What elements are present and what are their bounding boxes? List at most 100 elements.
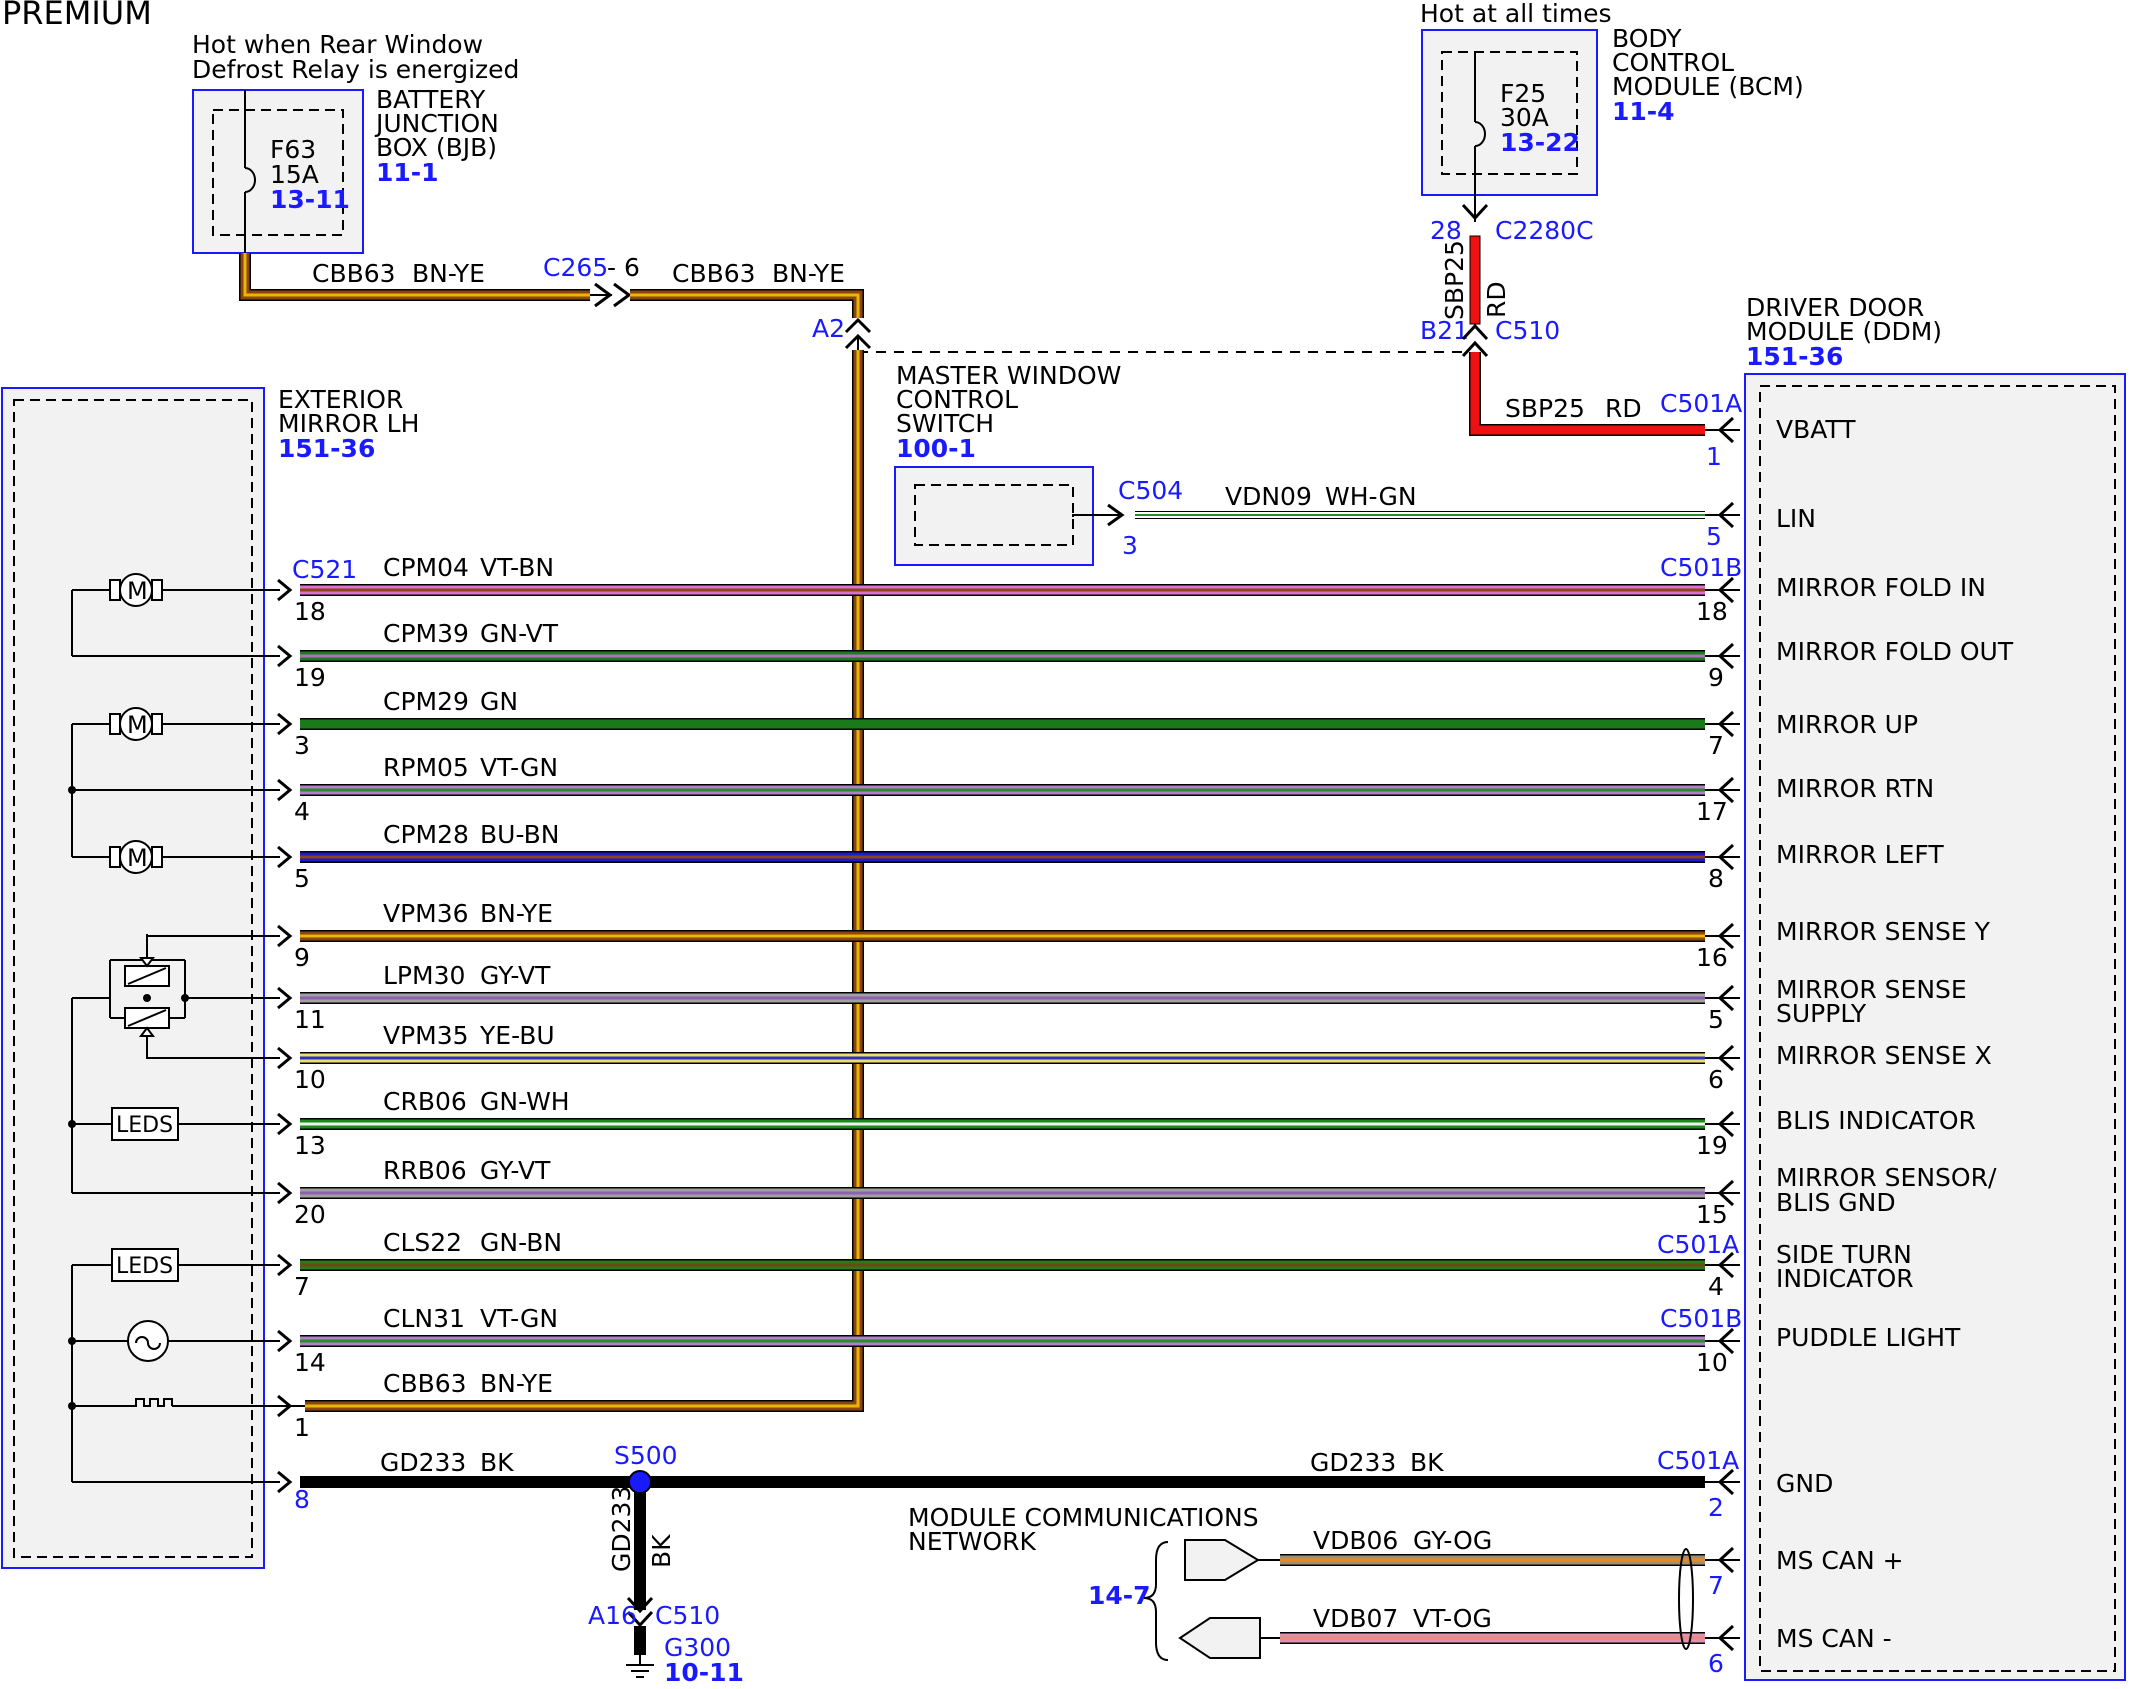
c265-dash: - <box>607 253 616 282</box>
wire-color-label: GN-VT <box>480 619 559 648</box>
bjb-fuse-ref[interactable]: 13-11 <box>270 185 350 214</box>
connector-arrow-icon <box>277 578 293 602</box>
right-pin-label: 9 <box>1708 663 1724 692</box>
connector-arrow-icon <box>277 1112 293 1136</box>
left-pin-label: 3 <box>294 731 310 760</box>
right-pin-label: 17 <box>1696 797 1728 826</box>
bcm-name-3: MODULE (BCM) <box>1612 72 1804 101</box>
sbp25-circuit: SBP25 <box>1505 394 1585 423</box>
c510-pin: B21 <box>1420 316 1469 345</box>
wire-circuit-label: CRB06 <box>383 1087 467 1116</box>
bcm-fuse-amp: 30A <box>1500 103 1549 132</box>
gnd-circuit: GD233 <box>380 1448 466 1477</box>
wire-circuit-label: CPM39 <box>383 619 469 648</box>
wire-color-label: GY-VT <box>480 1156 551 1185</box>
wire-color-label: GY-VT <box>480 961 551 990</box>
lin-pin: 5 <box>1706 522 1722 551</box>
right-pin-label: 15 <box>1696 1200 1728 1229</box>
c521-connector: C521 <box>292 555 357 584</box>
bjb-inner-dashed <box>212 109 344 236</box>
right-pin-label: 16 <box>1696 943 1728 972</box>
vbatt-label: VBATT <box>1776 415 1856 444</box>
c504-connector: C504 <box>1118 476 1183 505</box>
can-title-2: NETWORK <box>908 1527 1037 1556</box>
mirror-ref[interactable]: 151-36 <box>278 434 375 463</box>
wire-circuit-label: VPM36 <box>383 899 469 928</box>
can-minus-func: MS CAN - <box>1776 1624 1892 1653</box>
mwcs-inner-dashed <box>914 484 1074 546</box>
connector-arrow-icon <box>277 1181 293 1205</box>
connector-arrow-icon <box>277 1046 293 1070</box>
potentiometer-icon <box>124 1007 170 1037</box>
c265-connector: C265 <box>543 253 608 282</box>
g300-ref[interactable]: 10-11 <box>664 1658 744 1687</box>
connector-arrow-icon <box>277 1253 293 1277</box>
mwcs-ref[interactable]: 100-1 <box>896 434 976 463</box>
bcm-fuse-ref[interactable]: 13-22 <box>1500 128 1580 157</box>
wire-circuit-label: RRB06 <box>383 1156 467 1185</box>
fuse-icon <box>244 167 256 193</box>
ddm-function-label: PUDDLE LIGHT <box>1776 1323 1961 1352</box>
wire-circuit-label: RPM05 <box>383 753 469 782</box>
diagram-title: PREMIUM <box>2 0 152 32</box>
c504-pin: 3 <box>1122 531 1138 560</box>
ddm-name-2: MODULE (DDM) <box>1746 317 1942 346</box>
wire-color-label: VT-BN <box>480 553 554 582</box>
c501a-connector-top: C501A <box>1660 389 1742 418</box>
splice-label: S500 <box>614 1441 678 1470</box>
ddm-function-label: MIRROR UP <box>1776 710 1918 739</box>
a2-pin: A2 <box>812 314 845 343</box>
ddm-function-label: MIRROR FOLD IN <box>1776 573 1986 602</box>
wire-color-label: GN <box>480 687 518 716</box>
sbp25-vcircuit: SBP25 <box>1440 240 1469 320</box>
connector-arrow-icon <box>626 1596 654 1614</box>
wire-circuit-label: CPM04 <box>383 553 469 582</box>
bjb-note-1: Hot when Rear Window <box>192 30 483 59</box>
sbp25-vcolor: RD <box>1482 281 1511 318</box>
lamp-icon <box>127 1320 169 1362</box>
potentiometer-icon <box>124 957 170 987</box>
vdb07-circuit: VDB07 <box>1313 1604 1398 1633</box>
fuse-icon <box>1474 121 1486 147</box>
motor-icon: M <box>109 840 163 874</box>
feed-color-1: BN-YE <box>412 259 485 288</box>
bcm-note: Hot at all times <box>1420 0 1612 28</box>
right-pin-label: 18 <box>1696 597 1728 626</box>
c501b-connector-2: C501B <box>1660 1304 1742 1333</box>
motor-label: M <box>127 844 148 872</box>
ddm-box <box>1744 373 2126 1681</box>
ddm-function-label: MIRROR FOLD OUT <box>1776 637 2014 666</box>
a16-pin: A16 <box>588 1601 637 1630</box>
bjb-note-2: Defrost Relay is energized <box>192 55 519 84</box>
can-plus-pin: 7 <box>1708 1571 1724 1600</box>
wire-color-label: YE-BU <box>479 1021 555 1050</box>
connector-arrow-icon <box>626 1610 654 1628</box>
leds-label-1: LEDS <box>116 1113 173 1138</box>
can-ref[interactable]: 14-7 <box>1088 1581 1151 1610</box>
bcm-fuse: F25 <box>1500 79 1546 108</box>
right-pin-label: 10 <box>1696 1348 1728 1377</box>
left-pin-label: 20 <box>294 1200 326 1229</box>
brace-icon <box>1143 1541 1169 1661</box>
ddm-ref[interactable]: 151-36 <box>1746 342 1843 371</box>
can-minus-port <box>1178 1617 1261 1659</box>
ddm-function-label: SIDE TURN <box>1776 1240 1912 1269</box>
heater-icon <box>132 1398 173 1407</box>
connector-arrow-icon <box>277 924 293 948</box>
bcm-pin: 28 <box>1430 216 1462 245</box>
bcm-ref[interactable]: 11-4 <box>1612 97 1675 126</box>
motor-label: M <box>127 711 148 739</box>
connector-arrow-icon <box>277 845 293 869</box>
exterior-mirror-inner-dashed <box>13 399 253 1558</box>
leds-label-2: LEDS <box>116 1254 173 1279</box>
feed-circuit-2: CBB63 <box>672 259 756 288</box>
mwcs-name-1: MASTER WINDOW <box>896 361 1121 390</box>
bjb-ref[interactable]: 11-1 <box>376 158 439 187</box>
bjb-fuse-amp: 15A <box>270 160 319 189</box>
can-title-1: MODULE COMMUNICATIONS <box>908 1503 1259 1532</box>
g300-label: G300 <box>664 1633 731 1662</box>
bcm-name-1: BODY <box>1612 24 1682 53</box>
connector-arrow-icon <box>844 333 872 350</box>
twisted-pair-icon <box>1678 1548 1694 1650</box>
